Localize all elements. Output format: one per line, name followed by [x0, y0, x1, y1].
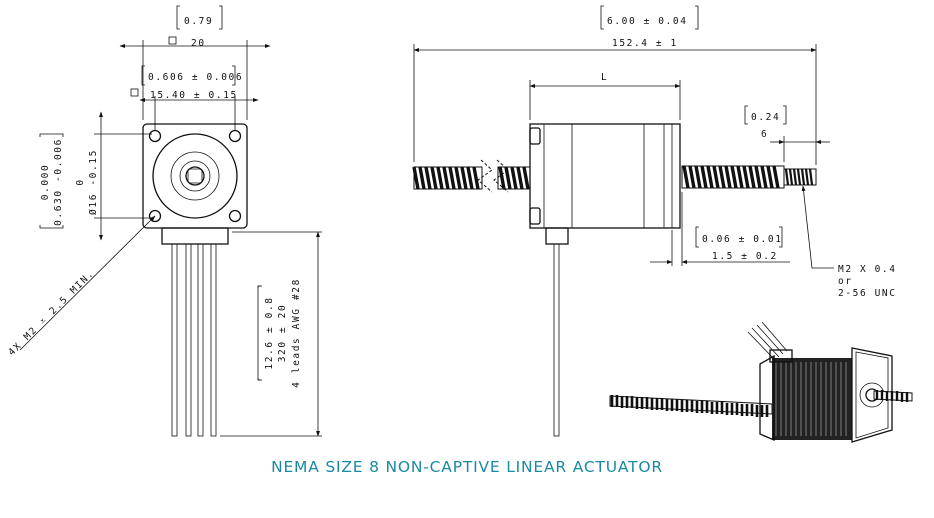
bolt-mm-label: 15.40 ± 0.15 — [150, 90, 238, 101]
side-view: 6.00 ± 0.04 152.4 ± 1 L 0.24 6 0.06 ± 0.… — [412, 5, 897, 437]
screw-in-label: 6.00 ± 0.04 — [607, 16, 688, 27]
shoulder-in-label: 0.06 ± 0.01 — [702, 234, 783, 245]
thread-label-3: 2-56 UNC — [838, 288, 897, 299]
lead-desc-label: 4 leads AWG #28 — [291, 278, 302, 388]
end-mm-label: 6 — [761, 129, 768, 140]
pilot-circle — [152, 133, 238, 219]
pilot-in-top: 0.000 — [40, 164, 51, 201]
mount-hole — [148, 129, 162, 143]
motor-body — [529, 123, 681, 229]
end-in-label: 0.24 — [751, 112, 780, 123]
mount-hole — [148, 209, 162, 223]
pilot-in-bottom: 0.630 -0.006 — [53, 138, 64, 226]
mount-hole — [228, 209, 242, 223]
figure-caption: NEMA SIZE 8 NON-CAPTIVE LINEAR ACTUATOR — [271, 458, 663, 476]
flange-in-label: 0.79 — [184, 16, 213, 27]
lead-wires — [171, 243, 217, 437]
body-length-label: L — [601, 72, 608, 83]
hole-callout: 4X M2 ⩡ 2.5 MIN. — [6, 268, 96, 358]
side-lead-wire — [553, 243, 560, 437]
pilot-mm-top: 0 — [75, 178, 86, 185]
lead-in-label: 12.6 ± 0.8 — [264, 296, 275, 369]
lead-mm-label: 320 ± 20 — [277, 304, 288, 363]
shoulder-mm-label: 1.5 ± 0.2 — [712, 251, 778, 262]
mount-hole — [228, 129, 242, 143]
front-view: 0.79 20 0.606 ± 0.006 15.40 ± 0.15 0.000… — [6, 5, 322, 437]
thread-label-2: or — [838, 276, 853, 287]
bolt-in-label: 0.606 ± 0.006 — [148, 72, 243, 83]
thread-label-1: M2 X 0.4 — [838, 264, 897, 275]
lead-screw — [412, 159, 817, 193]
pilot-mm-bottom: Ø16 -0.15 — [88, 149, 99, 215]
flange-mm-label: 20 — [191, 38, 206, 49]
lead-exit-block — [161, 227, 229, 245]
screw-mm-label: 152.4 ± 1 — [612, 38, 678, 49]
isometric-view — [609, 321, 913, 443]
